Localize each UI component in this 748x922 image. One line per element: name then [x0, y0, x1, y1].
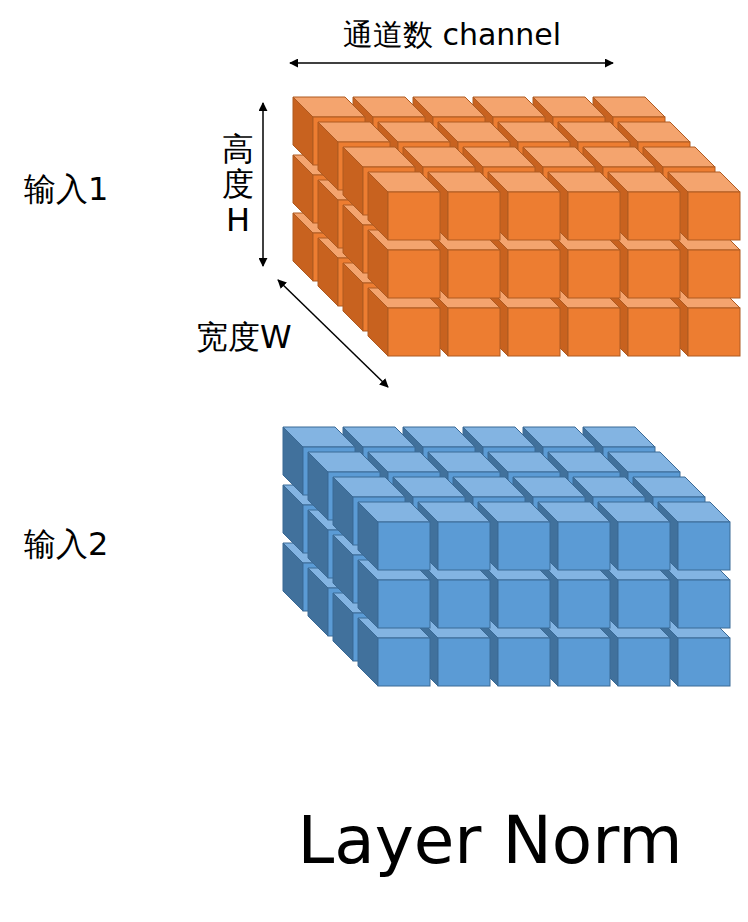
input-label: 输入2 [24, 527, 108, 562]
width-arrow [278, 280, 388, 387]
input-label: 输入1 [24, 172, 108, 207]
orange-tensor [293, 97, 740, 356]
channel-arrow [290, 62, 613, 64]
blue-tensor [283, 427, 730, 686]
height-label: 高度H [222, 132, 254, 238]
cube [368, 172, 440, 240]
title: Layer Norm [297, 805, 682, 878]
width-label: 宽度W [196, 320, 292, 355]
height-arrow [262, 103, 264, 266]
channel-label: 通道数 channel [343, 18, 561, 51]
cube [358, 502, 430, 570]
